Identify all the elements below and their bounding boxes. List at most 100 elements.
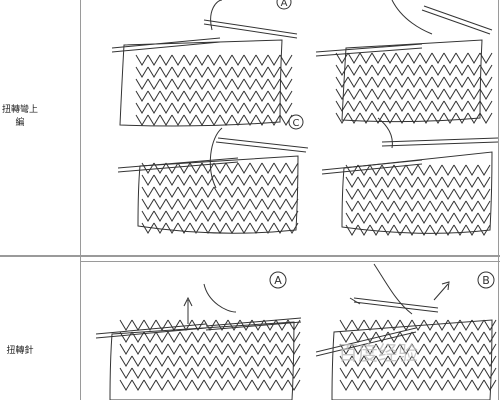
knit-stitch — [143, 319, 157, 331]
knit-stitch — [213, 174, 227, 186]
knit-stitch — [483, 355, 497, 367]
knit-stitch — [395, 100, 409, 112]
knit-stitch — [267, 90, 281, 102]
knit-stitch — [267, 114, 281, 126]
knit-stitch — [383, 52, 397, 64]
knit-stitch — [399, 355, 413, 367]
knit-stitch — [207, 78, 221, 90]
knit-stitch — [171, 102, 185, 114]
knit-stitch — [411, 355, 425, 367]
knit-stitch — [453, 200, 467, 212]
knit-stitch — [261, 198, 275, 210]
knit-stitch — [279, 102, 293, 114]
knit-stitch — [459, 331, 473, 343]
figure-marker-a: A — [281, 0, 288, 9]
knit-stitch — [363, 367, 377, 379]
knit-stitch — [357, 164, 371, 176]
knit-stitch — [407, 76, 421, 88]
knit-stitch — [143, 379, 157, 391]
knit-stitch — [237, 186, 251, 198]
knit-stitch — [423, 379, 437, 391]
knit-stitch — [237, 174, 251, 186]
knit-stitch — [371, 52, 385, 64]
knit-stitch — [131, 379, 145, 391]
knit-stitch — [477, 200, 491, 212]
knitting-figure-row2-b: B — [316, 263, 497, 400]
knit-stitch — [215, 343, 229, 355]
knit-stitch — [177, 186, 191, 198]
knit-stitch — [155, 379, 169, 391]
row-label-twisted-stitch: 扭轉針 — [6, 346, 34, 356]
knit-stitch — [255, 102, 269, 114]
knit-stitch — [141, 174, 155, 186]
knit-stitch — [251, 343, 265, 355]
knit-stitch — [441, 212, 455, 224]
knit-stitch — [335, 88, 349, 100]
knit-stitch — [273, 186, 287, 198]
knit-stitch — [275, 343, 289, 355]
knit-stitch — [395, 52, 409, 64]
knit-stitch — [131, 319, 145, 331]
knit-stitch — [351, 355, 365, 367]
knit-stitch — [275, 379, 289, 391]
knit-stitch — [201, 162, 215, 174]
knit-stitch — [429, 164, 443, 176]
knit-stitch — [431, 52, 445, 64]
knit-stitch — [179, 343, 193, 355]
knit-stitch — [135, 66, 149, 78]
knit-stitch — [171, 78, 185, 90]
knit-stitch — [431, 88, 445, 100]
knit-stitch — [191, 355, 205, 367]
knit-stitch — [287, 355, 301, 367]
knit-stitch — [275, 355, 289, 367]
knit-stitch — [159, 114, 173, 126]
knit-stitch — [467, 52, 481, 64]
knit-stitch — [249, 186, 263, 198]
knit-stitch — [261, 174, 275, 186]
knit-stitch — [465, 200, 479, 212]
knit-stitch — [255, 78, 269, 90]
row-divider-inner — [80, 261, 500, 262]
knit-stitch — [399, 379, 413, 391]
knit-stitch — [179, 379, 193, 391]
knit-stitch — [219, 66, 233, 78]
knit-stitch — [435, 331, 449, 343]
knit-stitch — [479, 88, 493, 100]
knit-stitch — [363, 343, 377, 355]
knit-stitch — [159, 90, 173, 102]
knit-stitch — [429, 212, 443, 224]
table-right-border — [498, 0, 499, 400]
knit-stitch — [381, 224, 395, 236]
knit-stitch — [143, 343, 157, 355]
knit-stitch — [153, 222, 167, 234]
knit-stitch — [411, 379, 425, 391]
knit-stitch — [411, 331, 425, 343]
knit-stitch — [477, 224, 491, 236]
knit-stitch — [203, 355, 217, 367]
knit-stitch — [467, 100, 481, 112]
knit-stitch — [359, 100, 373, 112]
knit-stitch — [255, 66, 269, 78]
knit-stitch — [207, 66, 221, 78]
knit-stitch — [183, 114, 197, 126]
knit-stitch — [347, 64, 361, 76]
knit-stitch — [141, 222, 155, 234]
knit-stitch — [147, 102, 161, 114]
figure-marker-c: C — [293, 118, 300, 129]
knit-stitch — [195, 66, 209, 78]
knit-stitch — [465, 176, 479, 188]
knit-stitch — [285, 162, 299, 174]
knit-stitch — [243, 54, 257, 66]
knit-stitch — [447, 319, 461, 331]
knit-stitch — [363, 319, 377, 331]
knit-stitch — [225, 210, 239, 222]
knit-stitch — [347, 88, 361, 100]
knit-stitch — [153, 162, 167, 174]
knit-stitch — [285, 222, 299, 234]
knit-stitch — [165, 198, 179, 210]
knit-stitch — [213, 162, 227, 174]
knit-stitch — [443, 112, 457, 124]
knit-stitch — [225, 198, 239, 210]
knit-stitch — [159, 102, 173, 114]
